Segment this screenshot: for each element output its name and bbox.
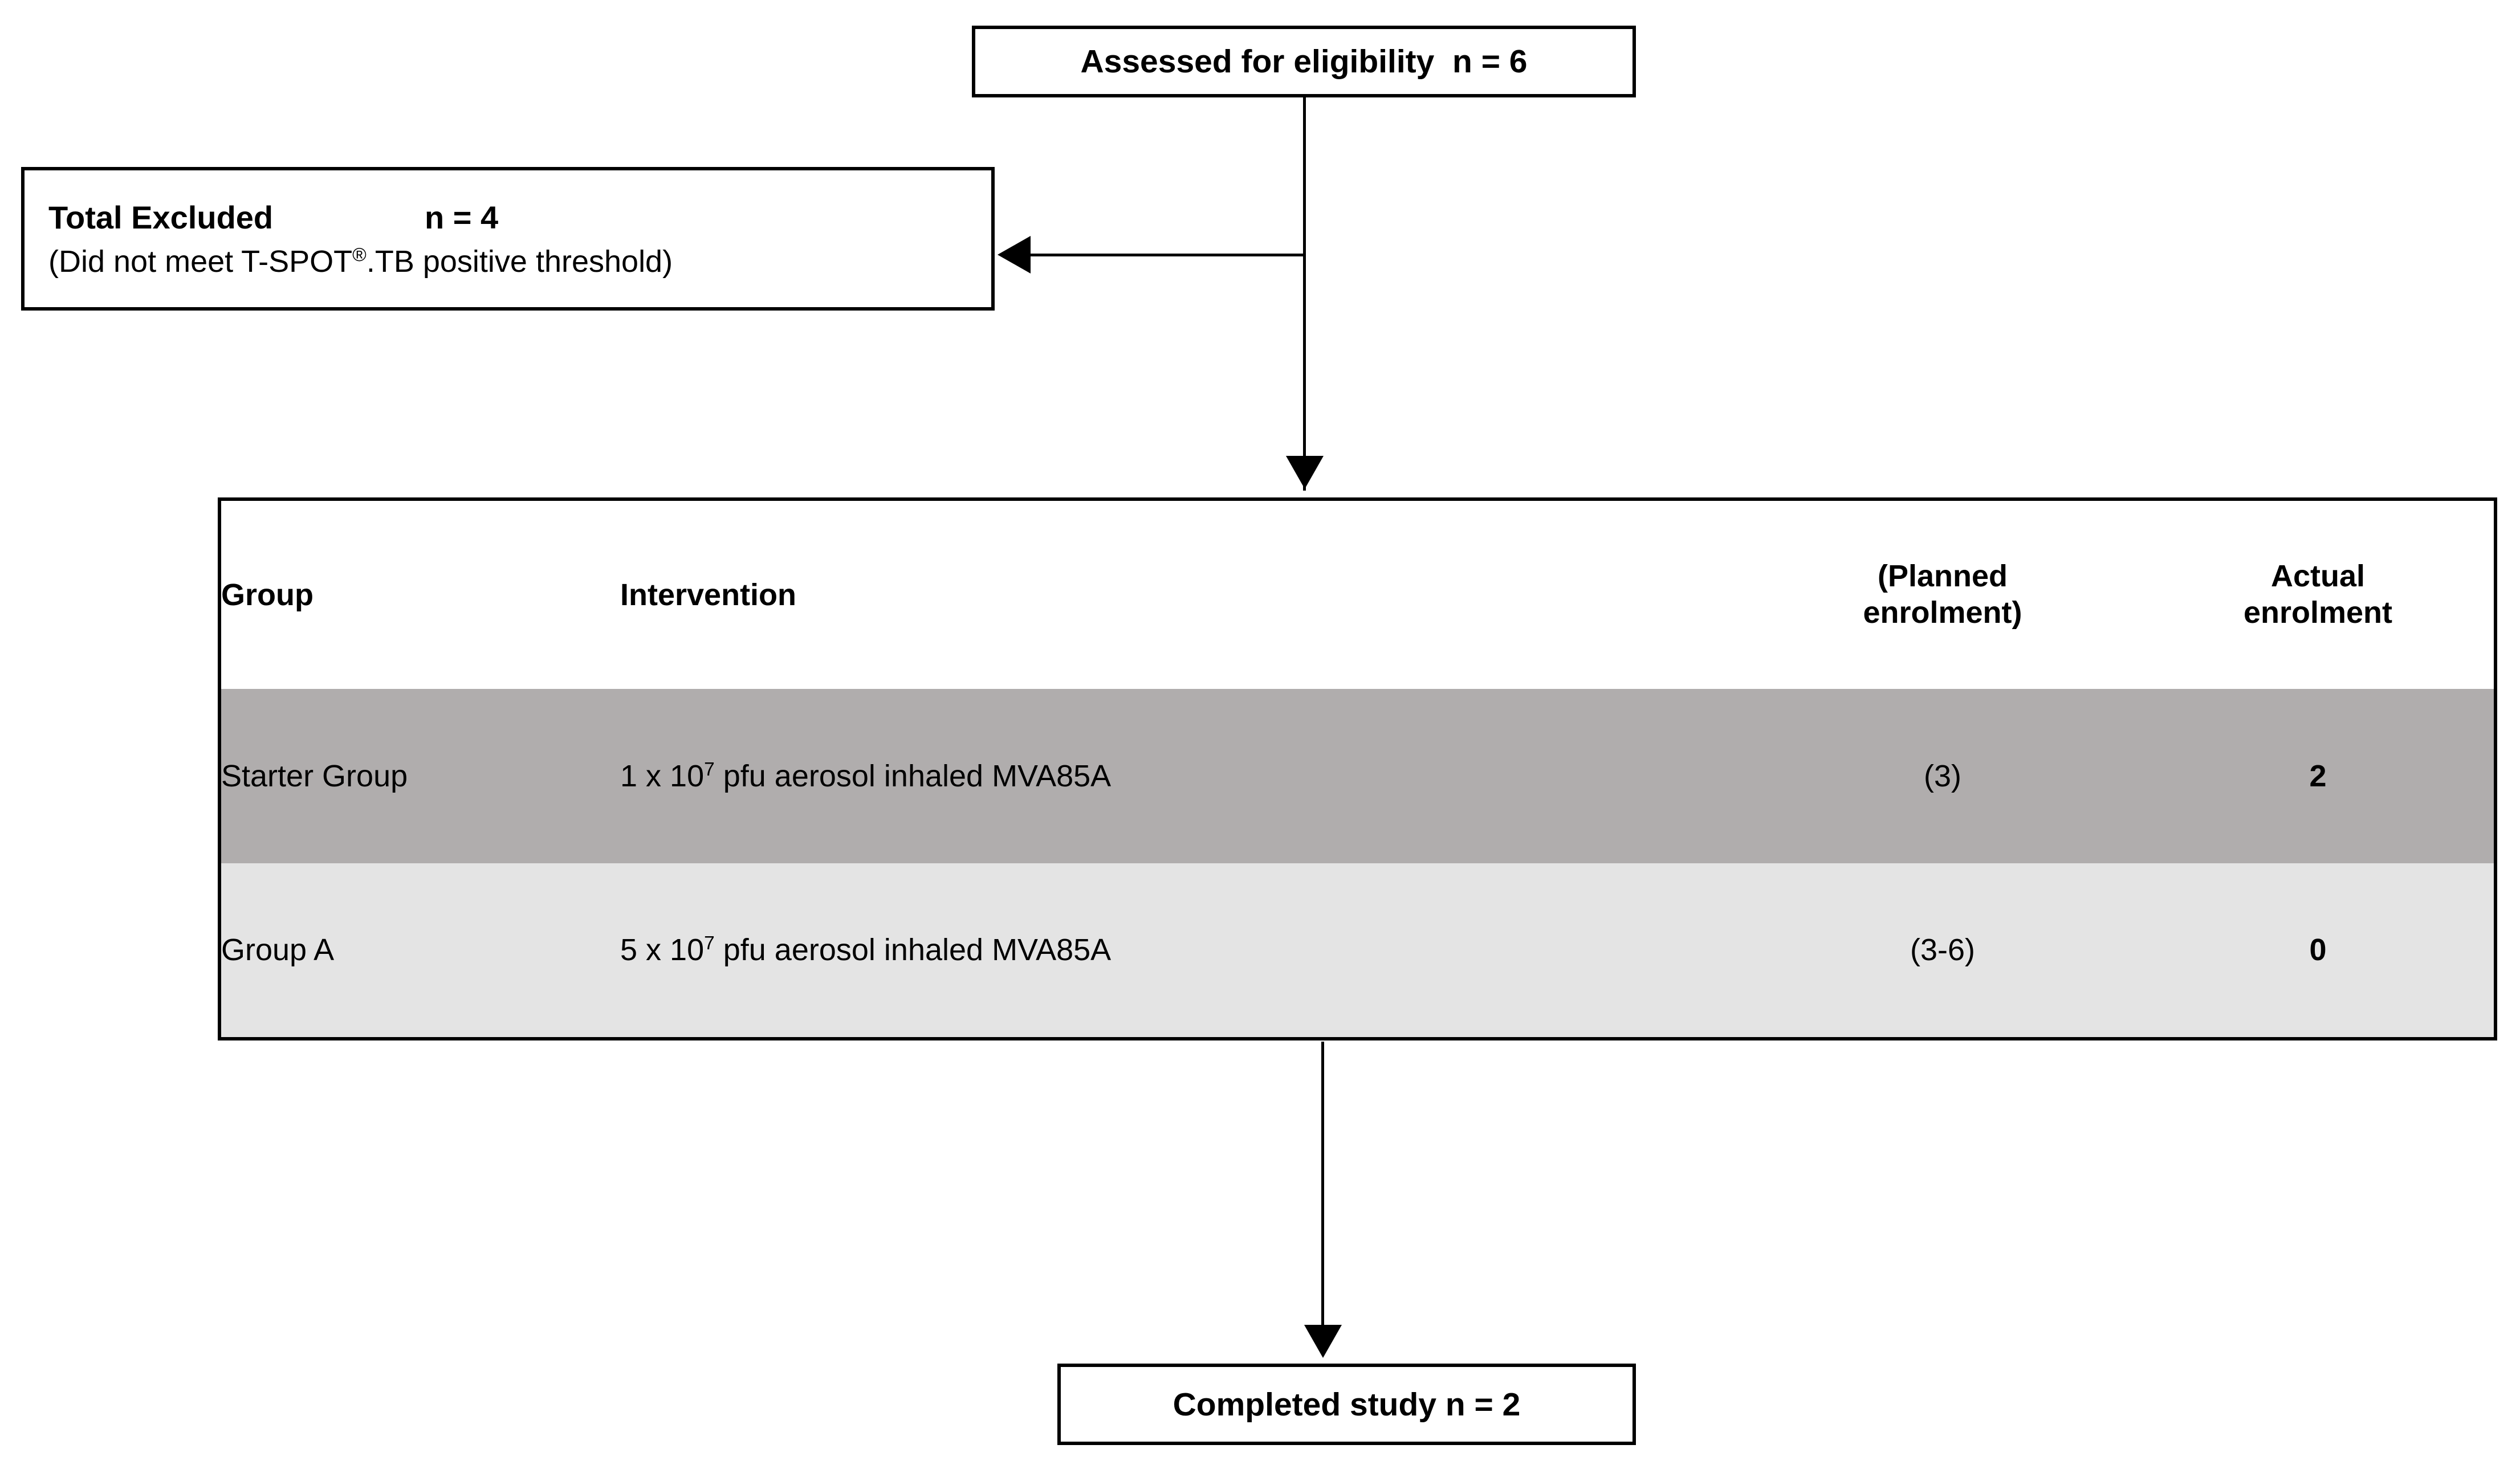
header-group: Group <box>221 578 314 612</box>
header-intervention: Intervention <box>620 578 797 612</box>
header-planned-line1: (Planned <box>1877 559 2008 594</box>
intervention-suffix-starter: pfu aerosol inhaled MVA85A <box>714 758 1112 793</box>
table-row: Starter Group 1 x 107 pfu aerosol inhale… <box>221 689 2494 863</box>
row-group-groupa: Group A <box>221 933 335 968</box>
table-header-row: Group Intervention (Planned enrolment) A… <box>221 501 2494 689</box>
enrolment-table-body: Starter Group 1 x 107 pfu aerosol inhale… <box>221 689 2494 1037</box>
completed-study-text: Completed study n = 2 <box>1173 1386 1521 1423</box>
arrow-left-to-excluded-icon <box>998 236 1031 274</box>
row-intervention-groupa: 5 x 107 pfu aerosol inhaled MVA85A <box>620 863 1743 1038</box>
header-actual-enrolment: Actual enrolment <box>2142 501 2494 689</box>
intervention-prefix-groupa: 5 x 10 <box>620 933 705 968</box>
row-planned-starter: (3) <box>1924 758 1961 793</box>
connector-vertical-bottom <box>1321 1042 1324 1329</box>
header-actual-line1: Actual <box>2270 559 2366 594</box>
intervention-prefix-starter: 1 x 10 <box>620 758 705 793</box>
row-actual-starter: 2 <box>2309 758 2327 793</box>
arrow-down-to-completed-icon <box>1304 1325 1342 1358</box>
header-actual-line2: enrolment <box>2243 595 2393 630</box>
assessed-for-eligibility-box: Assessed for eligibility n = 6 <box>972 26 1636 97</box>
intervention-exponent-starter: 7 <box>704 758 715 780</box>
intervention-suffix-groupa: pfu aerosol inhaled MVA85A <box>714 933 1112 968</box>
intervention-exponent-groupa: 7 <box>704 933 715 954</box>
enrolment-table: Group Intervention (Planned enrolment) A… <box>218 497 2497 1040</box>
total-excluded-label: Total Excluded <box>48 199 274 235</box>
header-planned-line2: enrolment) <box>1863 595 2022 630</box>
total-excluded-reason: (Did not meet T-SPOT®.TB positive thresh… <box>48 244 991 279</box>
registered-trademark-icon: ® <box>352 244 367 266</box>
row-actual-groupa: 0 <box>2309 933 2327 968</box>
total-excluded-count: n = 4 <box>425 199 499 235</box>
enrolment-table-head: Group Intervention (Planned enrolment) A… <box>221 501 2494 689</box>
row-group-starter: Starter Group <box>221 758 408 793</box>
completed-study-box: Completed study n = 2 <box>1057 1364 1636 1445</box>
connector-horizontal-excluded <box>1031 254 1304 256</box>
total-excluded-summary-row: Total Excluded n = 4 <box>48 199 991 236</box>
assessed-for-eligibility-text: Assessed for eligibility n = 6 <box>1080 43 1528 80</box>
table-row: Group A 5 x 107 pfu aerosol inhaled MVA8… <box>221 863 2494 1038</box>
arrow-down-to-table-icon <box>1286 456 1324 489</box>
connector-vertical-main <box>1303 97 1306 491</box>
row-intervention-starter: 1 x 107 pfu aerosol inhaled MVA85A <box>620 689 1743 863</box>
excluded-reason-suffix: .TB positive threshold) <box>366 244 673 279</box>
excluded-reason-prefix: (Did not meet T-SPOT <box>48 244 353 279</box>
enrolment-table-grid: Group Intervention (Planned enrolment) A… <box>221 501 2494 1037</box>
row-planned-groupa: (3-6) <box>1910 933 1975 968</box>
total-excluded-box: Total Excluded n = 4 (Did not meet T-SPO… <box>21 167 995 311</box>
header-planned-enrolment: (Planned enrolment) <box>1743 501 2142 689</box>
